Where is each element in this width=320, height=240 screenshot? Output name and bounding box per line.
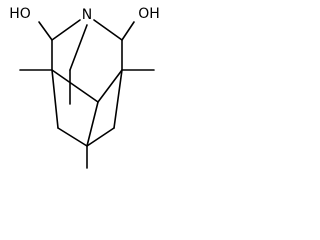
atom-label-layer: N HO OH [9, 6, 160, 23]
atom-label-hydroxyl-left: HO [9, 6, 31, 22]
bond-ch2-left-q-bottom [57, 127, 88, 147]
atom-label-hydroxyl-right: OH [138, 6, 160, 22]
bond-ch2-right-q-bottom [86, 127, 115, 147]
bond-q-left-ch2-mid [51, 69, 99, 103]
bond-layer [19, 19, 155, 169]
bond-q-left-ch2-left [51, 69, 59, 129]
bond-q-bottom-ch2-mid [86, 101, 99, 147]
bond-ho-c-left [38, 21, 53, 41]
bond-ch2-mid-q-right [97, 69, 123, 103]
chemical-structure-diagram: N HO OH [9, 6, 160, 169]
bond-c-left-n [51, 19, 81, 41]
atom-label-nitrogen: N [82, 7, 92, 23]
bond-n-c-right [93, 19, 123, 41]
bond-c-right-oh [121, 21, 135, 41]
bond-n-bridge [69, 24, 88, 71]
bond-q-right-ch2-right [113, 69, 123, 129]
